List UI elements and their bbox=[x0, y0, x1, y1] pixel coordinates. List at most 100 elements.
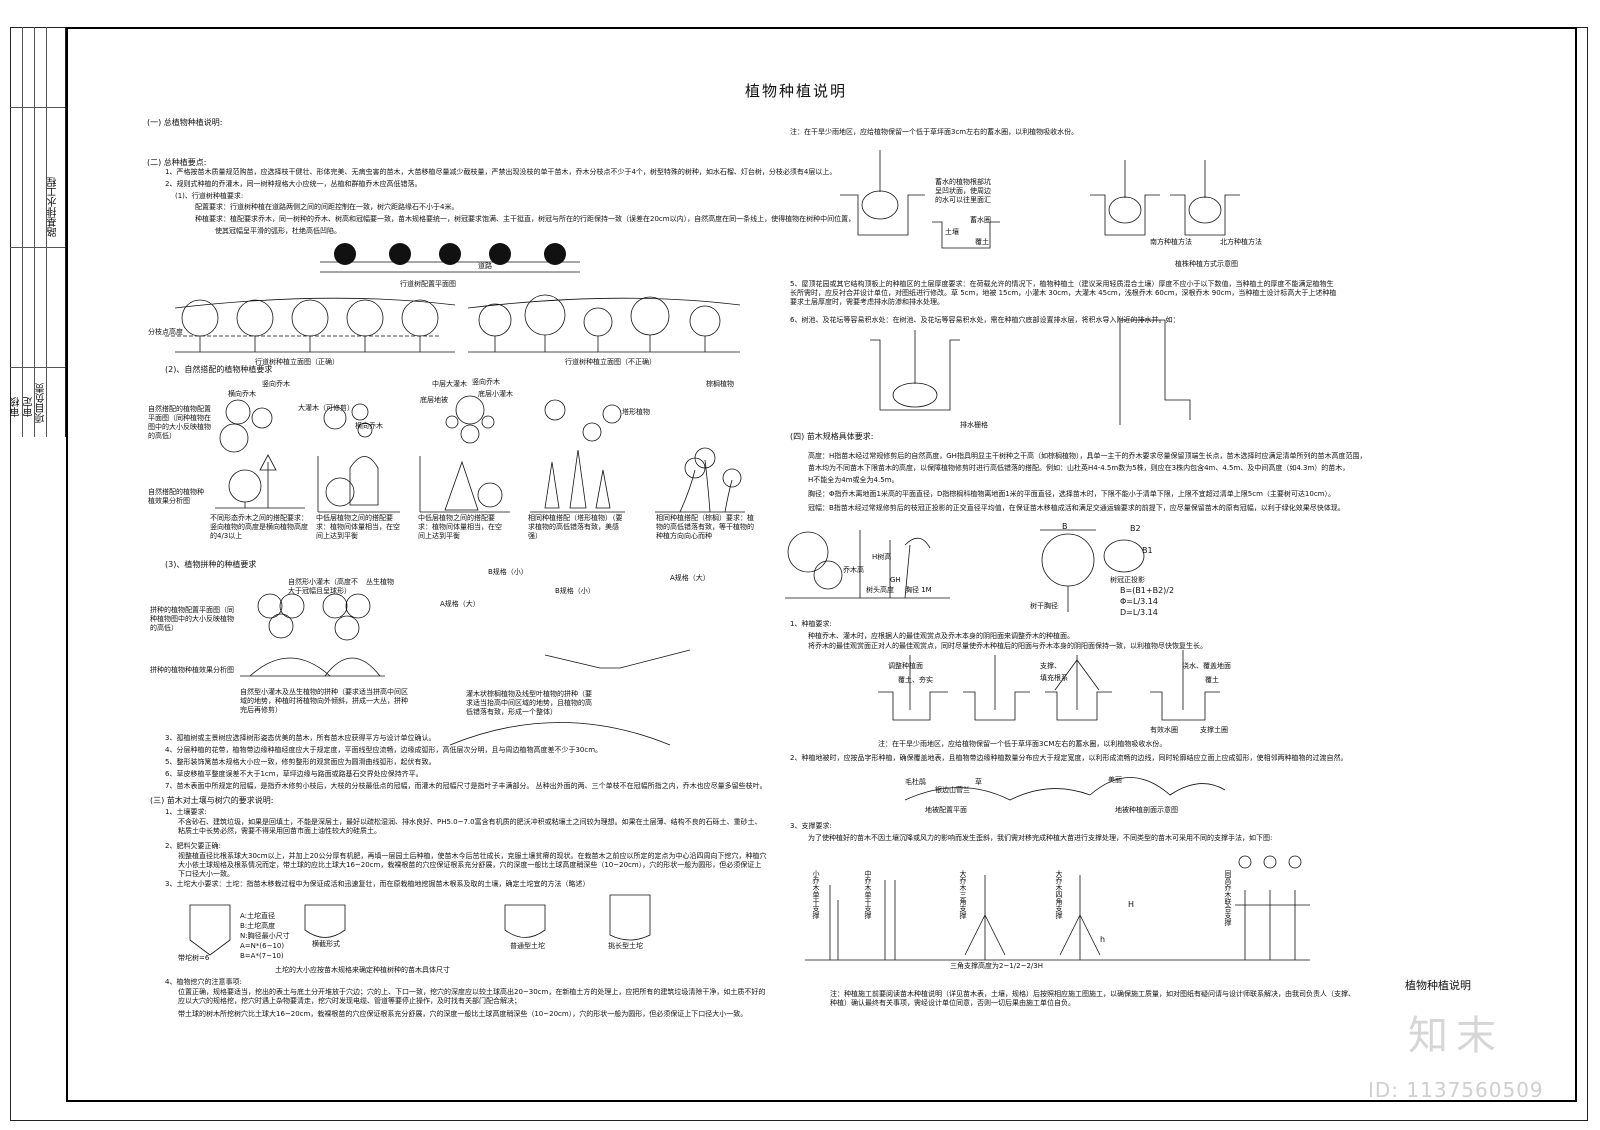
paragraph: 2、规则式种植的乔灌木，同一树种规格大小应统一，丛植和群植乔木应高低错落。 bbox=[165, 180, 422, 188]
title-block: 路基排水工程 项目负责 审定 审核 bbox=[10, 27, 66, 437]
key-label: N:胸径最小尺寸 bbox=[240, 932, 290, 940]
section-heading: (四) 苗木规格具体要求: bbox=[790, 432, 874, 441]
paragraph: 带土球的树木所挖树穴比土球大16~20cm，栽裸根苗的穴应保证根系充分舒展，穴的… bbox=[178, 1010, 748, 1018]
subheading: 3、支撑要求: bbox=[790, 822, 832, 830]
paragraph: 7、苗木表面中所规定的冠幅，是指乔木修剪小枝后，大枝的分枝最低点的冠幅，而灌木的… bbox=[165, 782, 767, 790]
note: 注：在干旱少雨地区，应给植物保留一个低于草坪面3CM左右的蓄水圈，以利植物吸收水… bbox=[878, 740, 1167, 748]
label: 拼种的植物种植效果分析图 bbox=[150, 666, 234, 674]
tb-project-lead: 项目负责 bbox=[36, 383, 47, 423]
paragraph: 胸径：Φ指乔木离地面1米高的平面直径，D指棕榈科植物离地面1米的平面直径，选择苗… bbox=[808, 490, 1336, 498]
caption: 相同种植搭配（塔形植物）（要求植物的高低错落有致，美感强） bbox=[528, 514, 623, 540]
subheading: (2)、自然搭配的植物种植要求 bbox=[165, 365, 273, 374]
label: 南方种植方法 bbox=[1150, 238, 1192, 246]
section-heading: (二) 总种植要点: bbox=[147, 158, 207, 167]
watermark-id: ID: 1137560509 bbox=[1368, 1078, 1544, 1102]
support-label: 同高乔木联合支撑 bbox=[1224, 870, 1232, 926]
caption: 行道树配置平面图 bbox=[400, 280, 456, 288]
size-label: A规格（大） bbox=[440, 600, 480, 608]
paragraph: 为了使种植好的苗木不因土壤沉降或风力的影响而发生歪斜，我们需对移完成种植大苗进行… bbox=[808, 834, 1273, 842]
subheading: 1、种植要求: bbox=[790, 620, 832, 628]
dim-label: B1 bbox=[1142, 546, 1153, 555]
step-label: 浇水、覆盖地面 bbox=[1182, 662, 1231, 670]
support-label: 大乔木四角支撑 bbox=[1055, 870, 1063, 919]
tb-row-line bbox=[10, 247, 65, 248]
label: 草 bbox=[975, 778, 982, 786]
caption: 地被配置平面 bbox=[925, 806, 967, 814]
paragraph: H不能全为4m或全为4.5m。 bbox=[808, 476, 899, 484]
key-label: B:土坨高度 bbox=[240, 922, 276, 930]
paragraph: 5、屋顶花园或其它结构顶板上的种植区的土层厚度要求：在荷载允许的情况下，植物种植… bbox=[790, 280, 1337, 306]
step-label: 支撑土圈 bbox=[1200, 726, 1228, 734]
step-label: 支撑、 bbox=[1040, 662, 1061, 670]
support-label: 小乔木单干支撑 bbox=[812, 870, 820, 919]
paragraph: 高度：H指苗木经过常规修剪后的自然高度，GH指具明显主干树种之干高（如棕榈植物）… bbox=[808, 452, 1367, 460]
label: 自然搭配的植物种植效果分析图 bbox=[148, 488, 204, 505]
label-branch-height: 分枝点高度 bbox=[148, 328, 183, 336]
paragraph: 1、严格按苗木质量规范购苗，应选择枝干健壮、形体完美、无病虫害的苗木，大苗移植尽… bbox=[165, 168, 837, 176]
label: 拼种的植物配置平面图（同种植物图中的大小反映植物的高低） bbox=[150, 606, 234, 632]
size-label: A规格（大） bbox=[670, 574, 710, 582]
label: 毛杜鹃 bbox=[905, 778, 926, 786]
species-label: 大灌木（可修剪） bbox=[298, 404, 354, 412]
dim-label: GH bbox=[890, 576, 901, 584]
key-label: 横截形式 bbox=[312, 940, 340, 948]
dim-label: 树冠正投影 bbox=[1110, 576, 1145, 584]
key-label: A:土坨直径 bbox=[240, 912, 276, 920]
key-label: B=A*(7~10) bbox=[240, 952, 284, 960]
paragraph: 6、树池、及花坛等容易积水处：在树池、及花坛等容易积水处，需在种植穴底部设置排水… bbox=[790, 316, 1180, 324]
label: 银边山菅兰 bbox=[935, 786, 970, 794]
key-label: 挑长型土坨 bbox=[608, 942, 643, 950]
caption: 行道树种植立面图（正确） bbox=[255, 358, 339, 366]
dim-label: B2 bbox=[1130, 524, 1141, 533]
step-label: 填充根系 bbox=[1040, 674, 1068, 682]
sheet-inner-frame bbox=[66, 27, 1577, 1102]
label: 蓄水的植物根部坑呈凹状面，使周边的水可以往里面汇 bbox=[935, 178, 991, 204]
tb-row-line bbox=[10, 107, 65, 108]
dim-label: h bbox=[1100, 935, 1106, 944]
paragraph: 5、整形装饰篱苗木规格大小应一致，修剪整形的观赏面应为圆滑曲线弧形，起伏有致。 bbox=[165, 758, 436, 766]
dim-label: 树头高度 bbox=[866, 586, 894, 594]
caption: 中低层植物之间的搭配要求：植物间体量相当，在空间上达到平衡 bbox=[418, 514, 502, 540]
dim-label: 胸径 1M bbox=[905, 586, 932, 594]
species-label: 中层大灌木 bbox=[432, 380, 467, 388]
subheading: 3、土坨大小要求：土坨：指苗木移栽过程中为保证成活和迅速复壮，而在原栽植地挖掘苗… bbox=[165, 880, 590, 888]
paragraph: 使其冠幅呈平滑的弧形，杜绝高低凹陷。 bbox=[215, 227, 341, 235]
formula: B=(B1+B2)/2 bbox=[1120, 586, 1175, 595]
paragraph: 位置正确，规格要适当，挖出的表土与底土分开堆放于穴边；穴的上、下口一致，挖穴的深… bbox=[178, 988, 766, 1005]
sheet-label: 植物种植说明 bbox=[1405, 979, 1471, 992]
label: 土壤 bbox=[945, 228, 959, 236]
label: 北方种植方法 bbox=[1220, 238, 1262, 246]
tb-col-line bbox=[34, 27, 35, 437]
tb-project-name: 路基排水工程 bbox=[48, 177, 59, 237]
footnote: 注：种植施工前要阅读苗木种植说明（详见苗木表，土壤，规格）后按照相应施工图施工，… bbox=[830, 990, 1355, 1007]
label: 自然搭配的植物配置平面图（同种植物在图中的大小反映植物的高低） bbox=[148, 405, 211, 440]
support-label: 大乔木三角支撑 bbox=[959, 870, 967, 919]
label: 排水栅格 bbox=[960, 421, 988, 429]
support-label: 中乔木单干支撑 bbox=[864, 870, 872, 919]
note: 三角支撑高度为2~1/2~2/3H bbox=[950, 962, 1043, 970]
paragraph: 3、孤植树或主景树应选择树形姿态优美的苗木，所有苗木应获得平方与设计单位确认。 bbox=[165, 734, 436, 742]
species-label: 塔形植物 bbox=[622, 408, 650, 416]
caption: 行道树种植立面图（不正确） bbox=[565, 358, 656, 366]
dim-label: 乔木高 bbox=[843, 566, 864, 574]
paragraph: 苗木均为不同苗木下限苗木的高度，以保障植物修剪时进行高低错落的搭配。例如：山杜英… bbox=[808, 464, 1350, 472]
key-label: 带坨树=6 bbox=[178, 954, 210, 962]
paragraph: 4、分层种植的花带，植物带边缘种植经度应大于规定度，平面线型应流畅，边缘成弧形，… bbox=[165, 746, 603, 754]
subheading: (3)、植物拼种的种植要求 bbox=[165, 560, 257, 569]
caption: 不同形态乔木之间的搭配要求：竖向植物的高度是横向植物高度的4/3以上 bbox=[210, 514, 308, 540]
paragraph: 6、草皮移植平整度误差不大于1cm，草坪边缘与路面或路基石交界处应保持齐平。 bbox=[165, 770, 423, 778]
document-title: 植物种植说明 bbox=[745, 82, 848, 100]
note: 注：在干旱少雨地区，应给植物保留一个低于草坪面3cm左右的蓄水圈，以利植物吸收水… bbox=[790, 128, 1079, 136]
label: 美丽 bbox=[1108, 776, 1122, 784]
species-label: 丛生植物 bbox=[366, 578, 394, 586]
size-label: B规格（小） bbox=[488, 568, 528, 576]
species-label: 自然形小灌木（高度不大于冠幅且呈球形） bbox=[288, 578, 358, 595]
tb-approve: 审定 bbox=[24, 397, 35, 417]
paragraph: 配置要求：行道树种植在道路两侧之间的间距控制在一致，树穴距路缘石不小于4米。 bbox=[195, 203, 459, 211]
paragraph: 2、种植地被时，应按品字形种植，确保覆盖地表，且植物带边缘种植数量分布应大于规定… bbox=[790, 754, 1348, 762]
paragraph: 视整植直径比根系球大30cm以上，并加上20公分厚有机肥，再填一层园土后种植，使… bbox=[178, 852, 767, 878]
dim-label: H bbox=[1128, 900, 1135, 909]
tb-col-line bbox=[46, 27, 47, 437]
caption: 中低层植物之间的搭配要求：植物间体量相当，在空间上达到平衡 bbox=[316, 514, 400, 540]
label: 蓄水圈 bbox=[970, 216, 991, 224]
